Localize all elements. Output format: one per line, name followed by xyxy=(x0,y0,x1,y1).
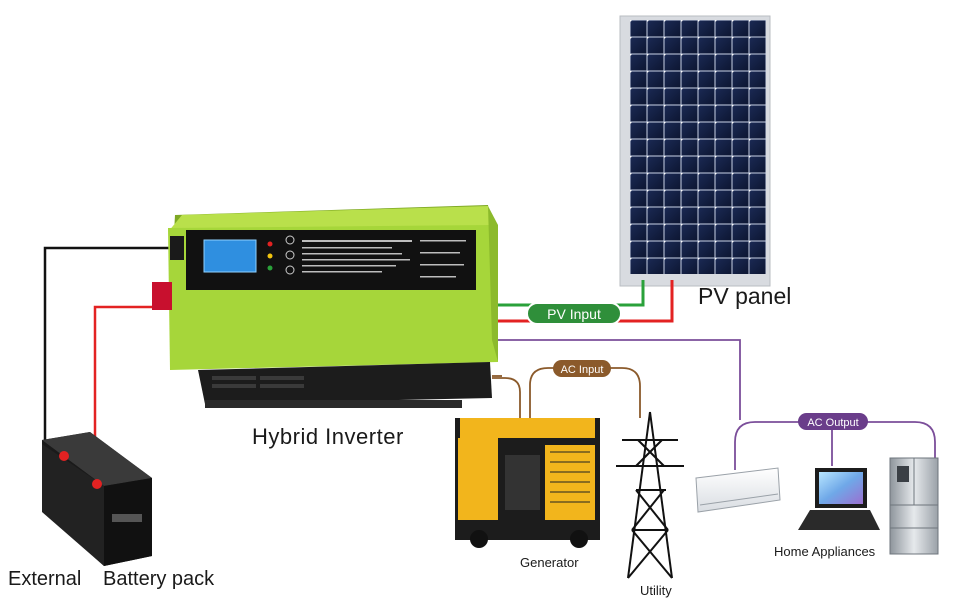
generator-label: Generator xyxy=(520,555,579,570)
pv-panel xyxy=(619,15,771,287)
ac-output-pill: AC Output xyxy=(798,413,868,430)
positive-terminal xyxy=(152,282,172,310)
negative-terminal xyxy=(170,236,184,260)
utility-tower xyxy=(616,411,684,579)
utility-label: Utility xyxy=(640,583,672,598)
ac-input-pill: AC Input xyxy=(553,360,611,377)
external-label: External xyxy=(8,568,82,590)
home-appliances-label: Home Appliances xyxy=(774,544,876,559)
battery-pack-label: Battery pack xyxy=(103,568,215,590)
hybrid-inverter xyxy=(152,205,498,408)
ac-input-label: AC Input xyxy=(561,364,604,376)
generator xyxy=(455,418,600,548)
battery-wires xyxy=(43,246,175,488)
air-conditioner xyxy=(695,467,781,513)
refrigerator xyxy=(889,457,939,555)
pv-input-label: PV Input xyxy=(547,306,601,322)
ac-output-label: AC Output xyxy=(807,417,858,429)
pv-input-pill: PV Input xyxy=(526,302,622,325)
lcd-screen xyxy=(203,239,257,273)
hybrid-inverter-label: Hybrid Inverter xyxy=(252,424,404,449)
battery-pack xyxy=(42,432,152,566)
pv-panel-label: PV panel xyxy=(698,283,792,309)
laptop xyxy=(798,468,880,530)
